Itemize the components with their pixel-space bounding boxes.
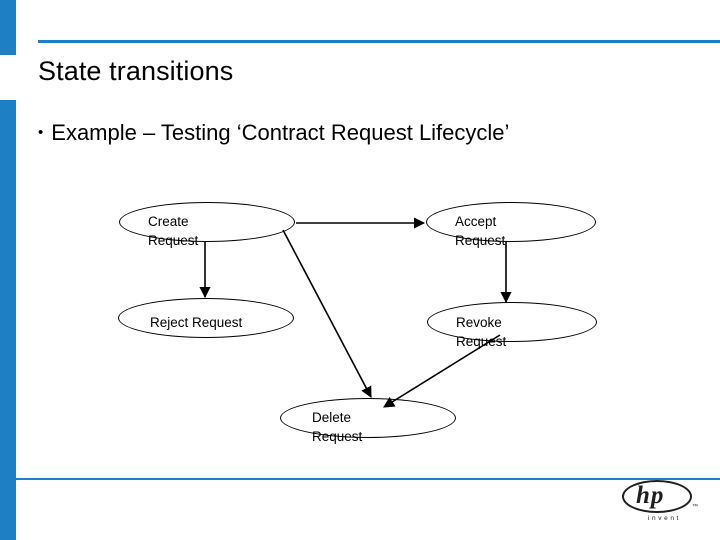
node-create-request[interactable]: [119, 202, 295, 242]
node-accept-request-label: Accept Request: [455, 214, 506, 248]
node-reject-request-label: Reject Request: [150, 315, 243, 330]
bullet-marker-icon: •: [38, 124, 44, 141]
node-revoke-request[interactable]: [427, 302, 597, 342]
hp-logo-letters: hp: [636, 482, 665, 509]
title-divider-line: [38, 40, 720, 43]
node-delete-request[interactable]: [280, 398, 456, 438]
edge-revoke-to-delete: [383, 334, 501, 408]
state-transition-diagram: Create Request Accept Request Reject Req…: [0, 185, 720, 465]
hp-logo-ellipse: [622, 480, 692, 513]
footer-divider-line: [16, 478, 720, 480]
bullet-item: • Example – Testing ‘Contract Request Li…: [38, 118, 509, 148]
edge-create-to-delete: [282, 229, 372, 398]
hp-logo-trademark-icon: ™: [692, 504, 698, 510]
left-accent-bar: [0, 0, 16, 540]
node-create-request-label: Create Request: [148, 214, 199, 248]
left-accent-bar-notch: [0, 55, 16, 100]
bullet-item-label: Example – Testing ‘Contract Request Life…: [51, 120, 510, 145]
hp-logo-tagline: invent: [648, 515, 681, 522]
node-revoke-request-label: Revoke Request: [456, 315, 507, 349]
hp-logo: hp ™ invent: [622, 480, 698, 528]
node-accept-request[interactable]: [426, 202, 596, 242]
page-title: State transitions: [38, 56, 234, 86]
node-delete-request-label: Delete Request: [312, 410, 363, 444]
node-reject-request[interactable]: [118, 298, 294, 338]
diagram-edges: [199, 217, 512, 408]
